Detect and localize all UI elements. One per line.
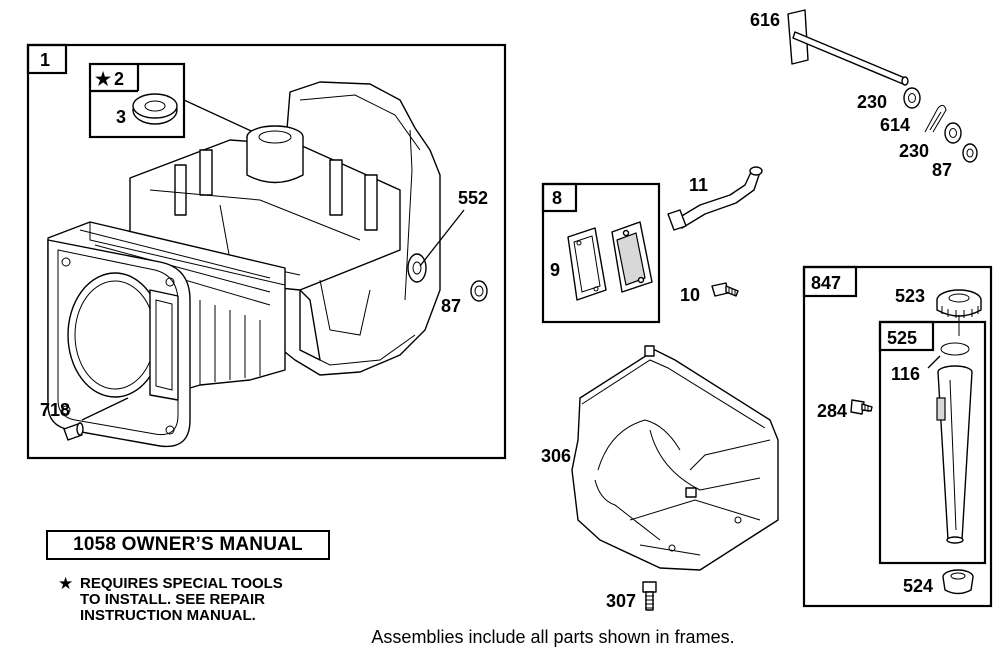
note-star-icon: ★ [58, 574, 74, 593]
label-307: 307 [606, 591, 636, 611]
label-9: 9 [550, 260, 560, 280]
label-524: 524 [903, 576, 933, 596]
washer-87-left-part [470, 280, 488, 302]
label-87-right: 87 [932, 160, 952, 180]
label-616: 616 [750, 10, 780, 30]
label-523: 523 [895, 286, 925, 306]
note-line-1: REQUIRES SPECIAL TOOLS [80, 575, 283, 592]
label-116: 116 [891, 364, 920, 384]
washer-87-right-part [962, 143, 978, 163]
caption-text: Assemblies include all parts shown in fr… [371, 627, 735, 647]
shield-306-part [571, 345, 779, 571]
label-3: 3 [116, 107, 126, 127]
label-718: 718 [40, 400, 70, 420]
o-ring-116-part [940, 342, 970, 356]
note-line-3: INSTRUCTION MANUAL. [80, 607, 256, 624]
special-tools-note: ★ REQUIRES SPECIAL TOOLS TO INSTALL. SEE… [58, 574, 283, 624]
dipstick-tube-part [936, 365, 973, 544]
label-8: 8 [552, 188, 562, 208]
label-552: 552 [458, 188, 488, 208]
note-lines: REQUIRES SPECIAL TOOLS TO INSTALL. SEE R… [80, 576, 283, 624]
frame-1-cylinder-assembly: 1 ★ 2 3 [26, 43, 507, 460]
washer-230-bottom-part [944, 122, 962, 144]
label-10: 10 [680, 285, 700, 305]
washer-230-top-part [903, 87, 921, 109]
grommet-524-part [942, 569, 974, 595]
breather-tube-11-part [667, 166, 763, 231]
label-525: 525 [887, 328, 917, 348]
label-1: 1 [40, 50, 50, 70]
dipstick-cap-523-part [936, 289, 982, 336]
oil-seal-part [132, 93, 178, 125]
hair-pin-614-part [924, 104, 947, 133]
screw-284-part [850, 399, 873, 415]
label-230-bottom: 230 [899, 141, 929, 161]
frame-8-gasket-set: 8 9 [541, 182, 661, 324]
owners-manual-label: 1058 OWNER’S MANUAL [73, 534, 303, 555]
gasket-9-part [567, 227, 607, 301]
label-306: 306 [541, 446, 571, 466]
cylinder-block-part [47, 81, 441, 448]
label-230-top: 230 [857, 92, 887, 112]
dowel-pin-718-part [63, 422, 84, 441]
governor-shaft-616-part [787, 9, 909, 86]
label-11: 11 [689, 175, 708, 195]
screw-10-part [711, 282, 739, 297]
note-line-2: TO INSTALL. SEE REPAIR [80, 591, 266, 608]
label-847: 847 [811, 273, 841, 293]
gasket-plate-part [611, 221, 653, 293]
label-87-left: 87 [441, 296, 461, 316]
label-614: 614 [880, 115, 910, 135]
label-2: 2 [114, 69, 124, 89]
frame-847-dipstick-assembly: 847 523 525 116 284 52 [802, 265, 993, 608]
caption: Assemblies include all parts shown in fr… [0, 627, 1000, 648]
owners-manual-box: 1058 OWNER’S MANUAL [46, 530, 330, 560]
special-tool-star: ★ [95, 69, 112, 89]
label-284: 284 [817, 401, 847, 421]
screw-307-part [642, 581, 657, 611]
